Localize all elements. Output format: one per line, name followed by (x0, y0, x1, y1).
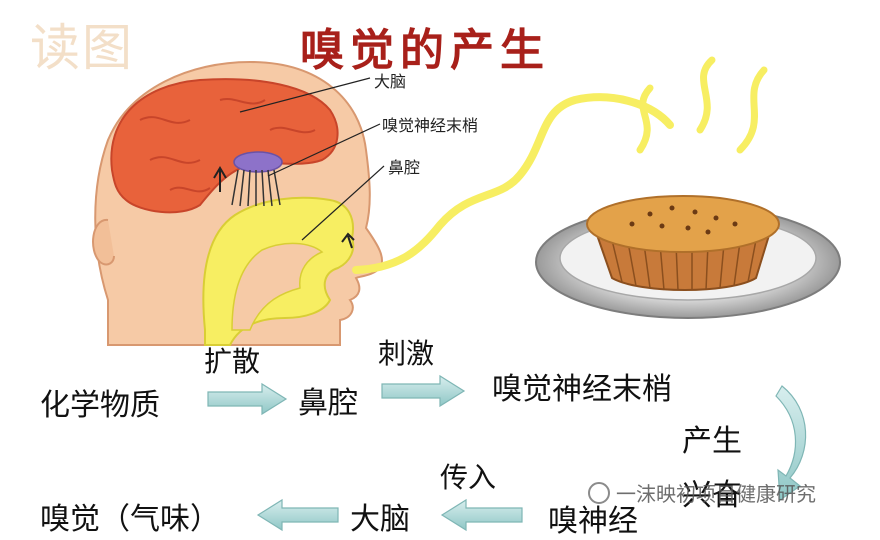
cake-sprinkles (629, 205, 738, 235)
flow-olfactory-nerve: 嗅神经 (548, 504, 638, 539)
flow-chemical-substance: 化学物质 (40, 388, 160, 423)
flow-brain: 大脑 (350, 502, 410, 537)
leader-nasal (301, 165, 385, 241)
leader-brain (239, 77, 371, 113)
arrow-to-smell (256, 498, 339, 532)
olfactory-bulb (233, 151, 283, 173)
nerve-fibers (231, 169, 281, 207)
flow-transmit: 传入 (440, 461, 497, 494)
page-title: 嗅觉的产生 (300, 25, 550, 76)
cake-stripes (611, 239, 757, 291)
arrow-spread (207, 382, 288, 416)
arrow-produce (775, 385, 807, 502)
brain-folds (139, 97, 316, 193)
read-label: 读图 (30, 19, 134, 77)
watermark-text: 一沫映初项目健康研究 (616, 482, 816, 506)
label-nerve-endings: 嗅觉神经末梢 (382, 116, 479, 135)
flow-nasal-cavity: 鼻腔 (298, 386, 358, 421)
label-nasal-cavity: 鼻腔 (388, 158, 421, 177)
scent-stream-2 (636, 56, 768, 154)
brain-shape (110, 78, 339, 214)
flow-smell-result: 嗅觉（气味） (40, 502, 220, 537)
arrow-stimulate (381, 374, 466, 408)
flow-nerve-endings: 嗅觉神经末梢 (492, 372, 672, 407)
label-brain: 大脑 (374, 72, 407, 91)
up-arrow (213, 166, 227, 192)
scent-stream (352, 93, 674, 274)
flow-spread: 扩散 (204, 345, 261, 378)
leader-nerve (267, 123, 381, 177)
cake-top (586, 195, 780, 253)
flow-stimulate: 刺激 (378, 337, 435, 370)
flow-produce: 产生 (682, 424, 742, 459)
ear (92, 218, 115, 266)
nasal-inner (231, 242, 324, 331)
arrow-transmit (440, 498, 523, 532)
inhale-arrow (341, 232, 355, 249)
watermark: 一沫映初项目健康研究 (588, 478, 816, 507)
watermark-icon (588, 482, 610, 504)
flow-excitation: 兴奋 (682, 478, 742, 513)
